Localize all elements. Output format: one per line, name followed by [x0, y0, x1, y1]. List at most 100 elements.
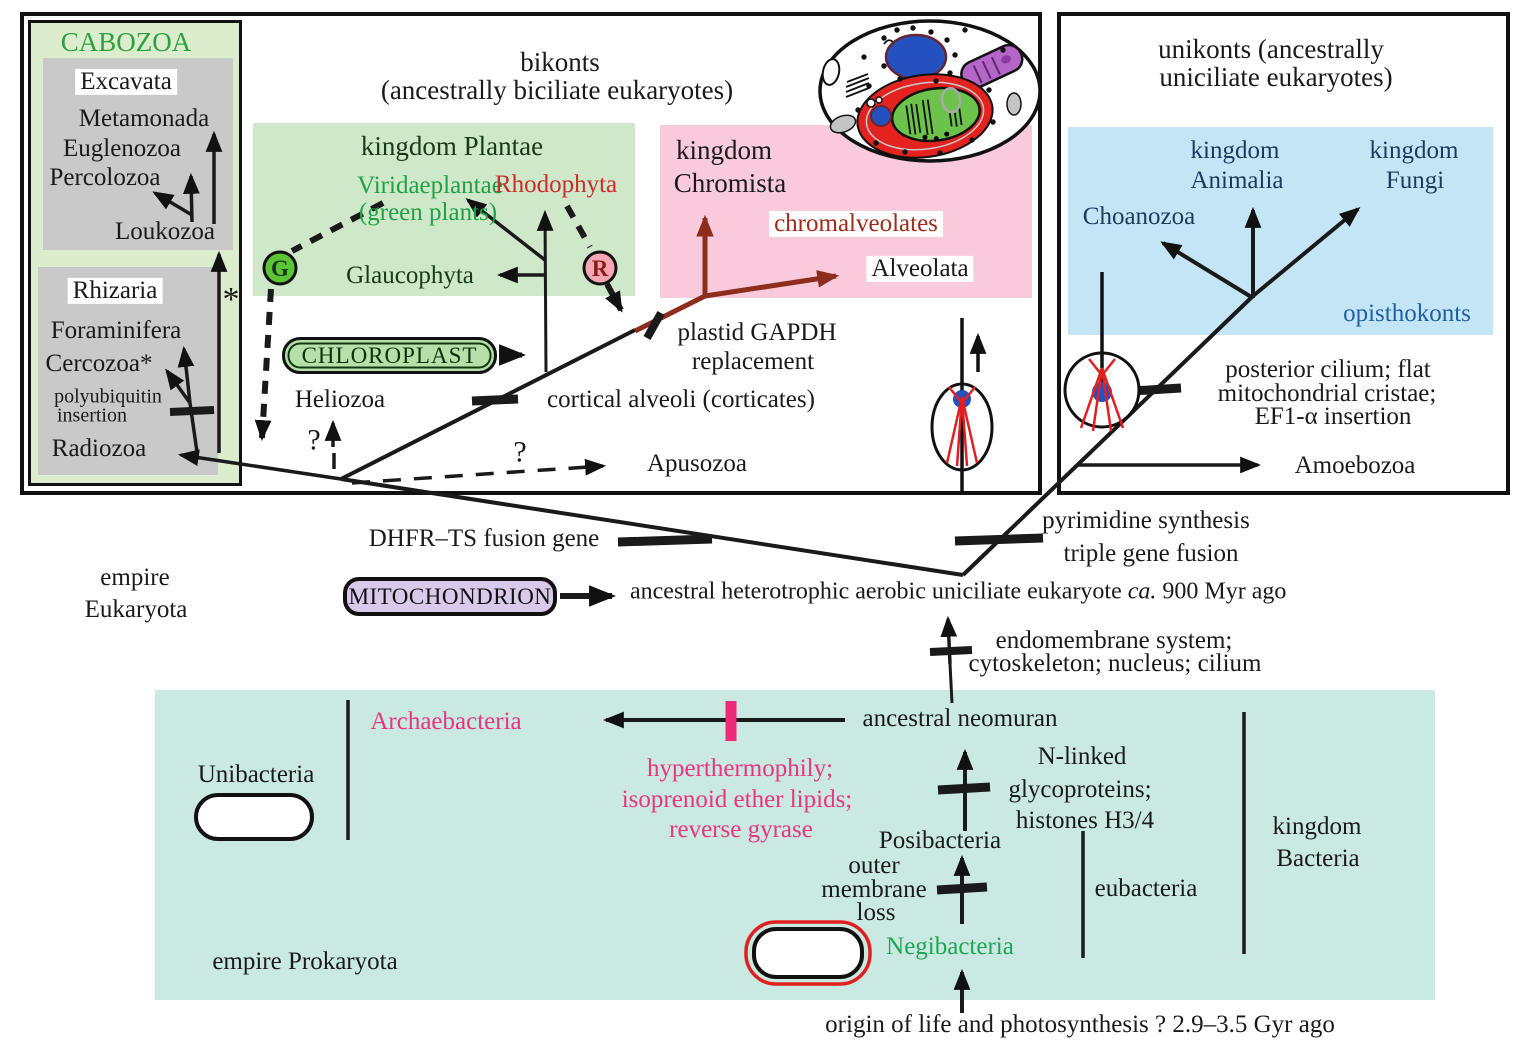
- plastid-gapdh-label-2: replacement: [691, 347, 815, 375]
- fungi-label-1: kingdom: [1369, 136, 1459, 164]
- chloroplast-event-pill: CHLOROPLAST: [282, 337, 497, 374]
- taxon-heliozoa: Heliozoa: [294, 385, 386, 413]
- taxon-percolozoa: Percolozoa: [49, 163, 161, 191]
- symbiosis-dashed-lines: [254, 200, 624, 442]
- kingdom-bacteria-label-2: Bacteria: [1276, 844, 1360, 872]
- chromist-cell-illustration: [818, 19, 1042, 163]
- rhizaria-title: Rhizaria: [67, 277, 163, 305]
- rhizaria-arrows: [165, 250, 342, 481]
- posterior-cilium-label-2: mitochondrial cristae;: [1217, 379, 1437, 407]
- heliozoa-question-mark: ?: [307, 423, 321, 457]
- hyperthermophily-label-2: isoprenoid ether lipids;: [621, 785, 853, 813]
- taxon-viridaeplantae: Viridaeplantae: [357, 171, 503, 199]
- nlinked-label-1: N-linked: [1037, 742, 1127, 770]
- plastid-gapdh-label-1: plastid GAPDH: [677, 318, 837, 346]
- outer-membrane-label-1: outer: [848, 851, 900, 879]
- endomembrane-label-1: endomembrane system;: [995, 626, 1233, 654]
- pyrenoid-icon: [940, 87, 962, 114]
- pyrimidine-label-2: triple gene fusion: [1063, 539, 1239, 567]
- cabozoa-title: CABOZOA: [60, 26, 192, 57]
- mitochondrion-label: MITOCHONDRION: [348, 583, 552, 609]
- ancestral-neomuran-label: ancestral neomuran: [862, 704, 1058, 732]
- taxon-choanozoa: Choanozoa: [1082, 202, 1196, 230]
- taxon-archaebacteria: Archaebacteria: [370, 707, 522, 735]
- cortical-alveoli-label: cortical alveoli (corticates): [547, 385, 815, 413]
- hyperthermophily-label-1: hyperthermophily;: [646, 754, 834, 782]
- taxon-rhodophyta: Rhodophyta: [494, 170, 618, 198]
- opisthokonts-label: opisthokonts: [1343, 299, 1471, 327]
- empire-eukaryota-1: empire: [100, 563, 170, 591]
- animalia-label-2: Animalia: [1190, 166, 1284, 194]
- empire-prokaryota-label: empire Prokaryota: [212, 947, 398, 975]
- minor-bikont-arrows: [324, 419, 607, 485]
- negibacteria-outer-membrane: [744, 920, 872, 986]
- insertion-note: insertion: [57, 404, 127, 427]
- polyubiquitin-tick: [169, 406, 215, 416]
- apusozoa-arrow: [351, 458, 607, 485]
- eubacteria-label: eubacteria: [1094, 874, 1198, 902]
- unikonts-header: unikonts (ancestrally: [1158, 33, 1384, 64]
- hyperthermophily-label-3: reverse gyrase: [669, 815, 813, 843]
- nlinked-label-2: glycoproteins;: [1008, 775, 1152, 803]
- chromalveolate-arrows: [633, 214, 840, 334]
- chromalveolates-label: chromalveolates: [769, 210, 943, 238]
- gapdh-tick: [643, 311, 665, 340]
- excavata-arrows: [152, 130, 223, 224]
- chloroplast-label: CHLOROPLAST: [301, 342, 478, 368]
- dhfr-label: DHFR–TS fusion gene: [368, 524, 600, 552]
- taxon-metamonada: Metamonada: [78, 104, 210, 132]
- opisthokont-box: [1068, 127, 1493, 335]
- cortical-tick: [471, 394, 519, 406]
- kingdom-bacteria-label-1: kingdom: [1272, 812, 1362, 840]
- nucleus-icon: [884, 33, 948, 81]
- unikonts-subheader: uniciliate eukaryotes): [1159, 61, 1393, 92]
- empire-eukaryota-2: Eukaryota: [84, 595, 188, 623]
- endomembrane-label-2: cytoskeleton; nucleus; cilium: [968, 649, 1262, 677]
- ribosome-dots: [855, 25, 1006, 156]
- bikonts-header: bikonts: [520, 46, 600, 77]
- chromista-title-2: Chromista: [673, 167, 787, 198]
- cabozoa-asterisk: *: [222, 281, 240, 319]
- bacterium-icons: [194, 793, 872, 986]
- taxon-unibacteria: Unibacteria: [197, 760, 315, 788]
- taxon-glaucophyta: Glaucophyta: [346, 261, 474, 289]
- ancestor-circa: ca.: [1127, 578, 1157, 605]
- biciliate-cell-icon: [930, 318, 994, 492]
- ancestor-text: ancestral heterotrophic aerobic unicilia…: [630, 578, 1128, 605]
- animalia-label-1: kingdom: [1190, 136, 1280, 164]
- plantae-title: kingdom Plantae: [360, 130, 544, 161]
- taxon-foraminifera: Foraminifera: [50, 316, 182, 344]
- bikonts-subheader: (ancestrally biciliate eukaryotes): [380, 74, 734, 105]
- red-plastid-icon: [582, 250, 618, 286]
- ancestral-eukaryote-label: ancestral heterotrophic aerobic unicilia…: [630, 579, 1286, 604]
- pyrimidine-tick: [954, 533, 1044, 546]
- dhfr-tick: [617, 534, 713, 547]
- taxon-radiozoa: Radiozoa: [51, 434, 147, 462]
- taxon-loukozoa: Loukozoa: [115, 217, 215, 245]
- green-plastid-icon: [262, 250, 298, 286]
- pyrimidine-label-1: pyrimidine synthesis: [1042, 506, 1250, 534]
- unibacteria-cell-icon: [194, 793, 314, 841]
- polyubiquitin-note: polyubiquitin: [54, 385, 162, 408]
- origin-of-life-label: origin of life and photosynthesis ? 2.9–…: [825, 1010, 1335, 1038]
- mitochondrion-event-pill: MITOCHONDRION: [343, 577, 557, 616]
- taxon-alveolata: Alveolata: [866, 255, 974, 283]
- outer-membrane-label-2: membrane: [821, 875, 927, 903]
- red-plastid-letter: R: [591, 255, 609, 281]
- excavata-title: Excavata: [75, 68, 177, 96]
- radiozoa-arrow: [177, 449, 342, 481]
- mitochondrion-icon: [960, 43, 1024, 90]
- taxon-cercozoa: Cercozoa*: [45, 349, 153, 377]
- plastid-complex-icon: [856, 73, 994, 159]
- chromista-title-1: kingdom: [675, 134, 773, 165]
- outer-membrane-label-3: loss: [856, 898, 896, 926]
- nlinked-label-3: histones H3/4: [1015, 806, 1155, 834]
- taxon-amoebozoa: Amoebozoa: [1294, 451, 1416, 479]
- posterior-cilium-label-3: EF1-α insertion: [1254, 402, 1412, 430]
- golgi-icon: [845, 73, 870, 98]
- outer-membrane-tick: [936, 882, 988, 895]
- taxon-apusozoa: Apusozoa: [647, 449, 747, 477]
- bacteria-arrows: [346, 700, 1246, 1013]
